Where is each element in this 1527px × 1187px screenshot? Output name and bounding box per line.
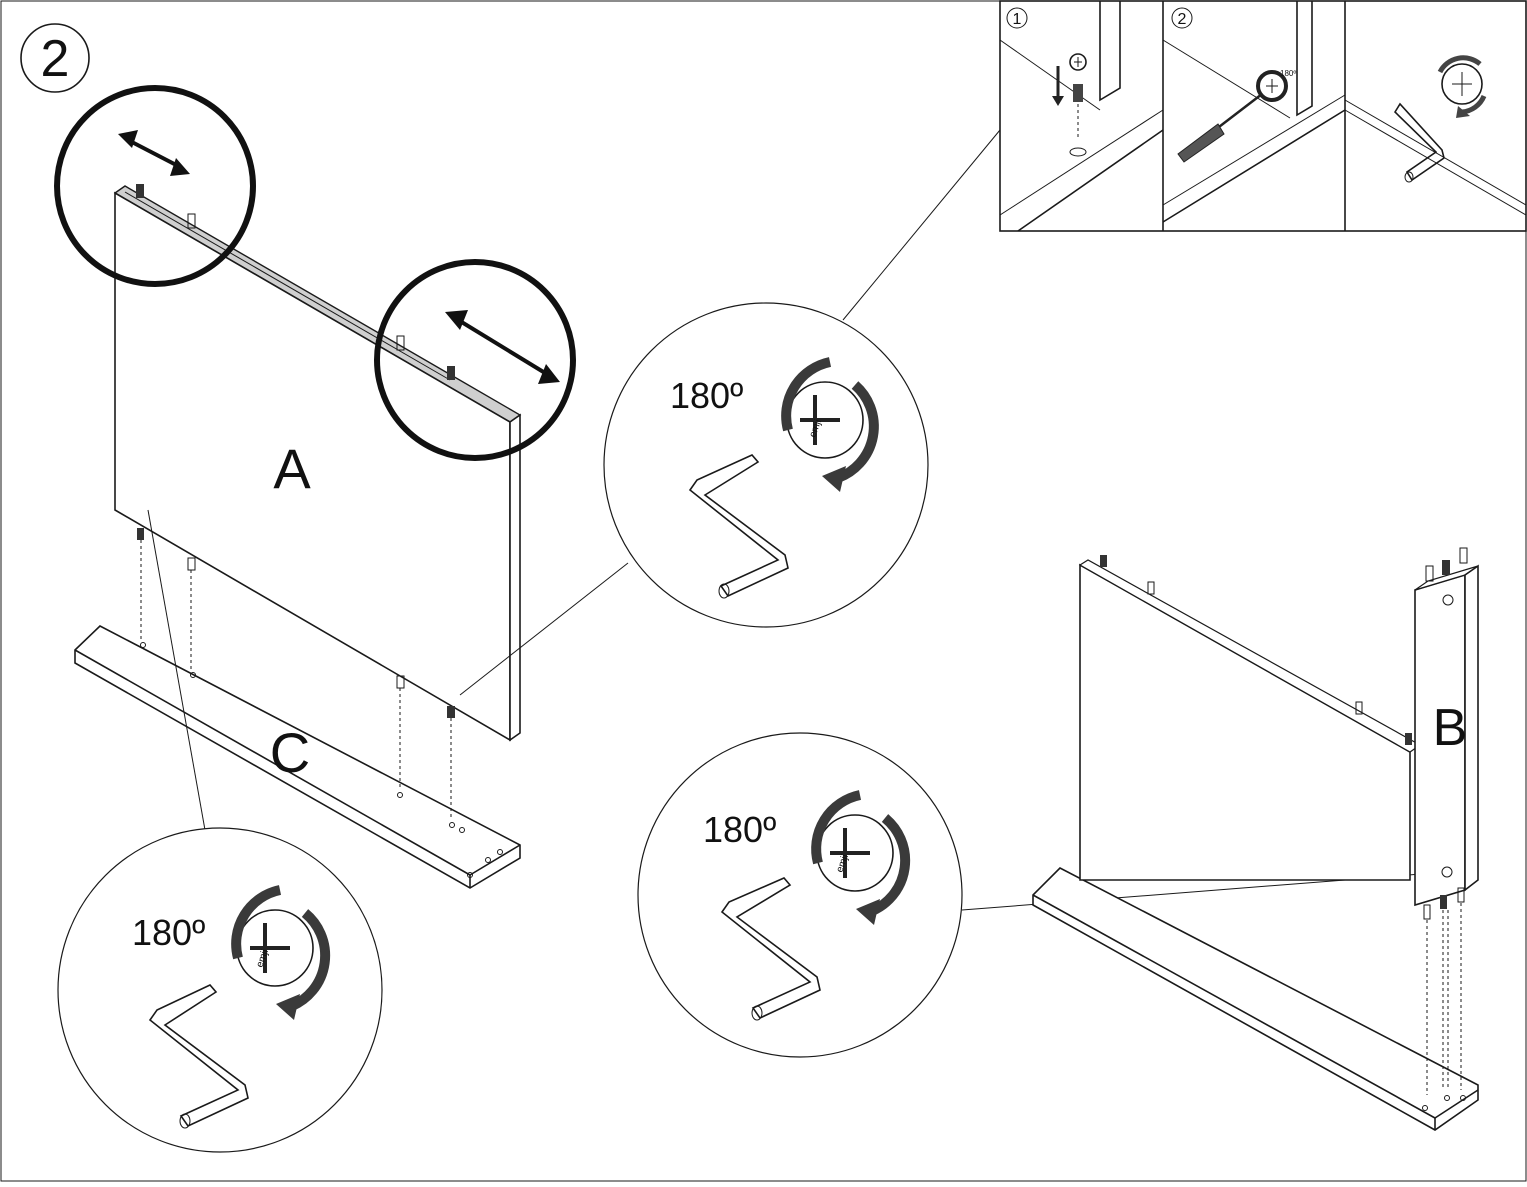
step-number-badge: 2 (20, 23, 90, 93)
leader-line (842, 129, 1001, 321)
step-number: 2 (41, 30, 70, 88)
cam-detail-circle-bottom-right: 180º emji (637, 732, 963, 1058)
label-part-a: A (273, 437, 311, 500)
hex-key-icon (148, 984, 249, 1129)
rotation-arrow (231, 885, 282, 960)
inset-step-2: 2 180º (1162, 1, 1346, 223)
inset-step-1: 1 (999, 1, 1164, 232)
side-panel-a (113, 184, 522, 820)
side-part-b (1414, 547, 1479, 1095)
svg-text:180º: 180º (132, 912, 205, 953)
rotation-arrow (811, 790, 862, 865)
rotation-arrow (781, 357, 832, 432)
dowel-icon (187, 213, 196, 229)
cam-lock-icon (1069, 53, 1087, 71)
label-part-b: B (1433, 699, 1468, 757)
cam-detail-circle-bottom-left: 180º emji (57, 827, 383, 1153)
inset-step-3 (1344, 55, 1527, 216)
hex-key-icon (720, 877, 821, 1021)
base-board-c (74, 625, 521, 889)
cam-detail-circle-top: 180º emji (603, 302, 929, 628)
svg-text:180º: 180º (703, 809, 776, 850)
cam-lock-icon (1441, 63, 1483, 105)
adjust-ring-left (54, 85, 256, 287)
svg-text:2: 2 (1178, 11, 1187, 28)
svg-text:180º: 180º (1280, 69, 1296, 78)
side-panel-right (1078, 555, 1422, 881)
screw-icon (447, 366, 455, 380)
base-board-right (1032, 867, 1479, 1131)
inset-panel: 1 2 180º (999, 0, 1527, 232)
adjust-ring-right (374, 259, 576, 461)
hex-key-icon (688, 454, 789, 599)
screw-icon (136, 184, 144, 198)
label-part-c: C (270, 721, 310, 784)
hex-key-icon (1393, 102, 1445, 183)
screwdriver-icon (1177, 93, 1263, 163)
svg-text:180º: 180º (670, 375, 743, 416)
svg-text:1: 1 (1013, 11, 1022, 28)
dowel-icon (396, 335, 405, 351)
